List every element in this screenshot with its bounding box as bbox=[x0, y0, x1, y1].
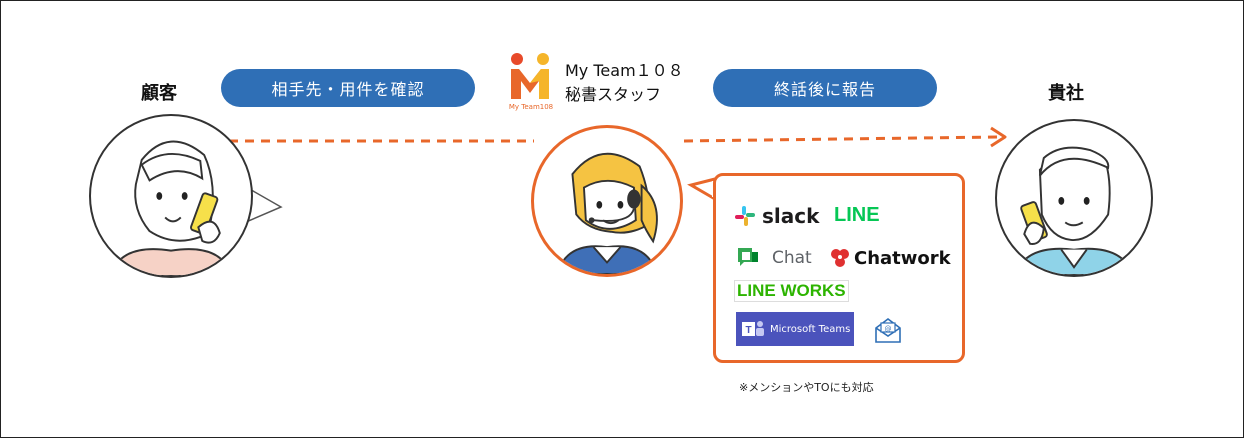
notification-services-box: slack LINE Chat Chatwork bbox=[713, 173, 965, 363]
svg-text:T: T bbox=[745, 325, 751, 336]
chatwork-service: Chatwork bbox=[828, 246, 951, 270]
email-service: @ bbox=[874, 316, 902, 344]
line-service: LINE bbox=[834, 204, 880, 227]
mention-note: ※メンションやTOにも対応 bbox=[739, 381, 874, 394]
teams-icon: T bbox=[742, 321, 764, 336]
slack-label: slack bbox=[762, 204, 820, 228]
svg-text:@: @ bbox=[885, 325, 892, 333]
flow-arrow bbox=[229, 126, 1007, 148]
line-works-label: LINE WORKS bbox=[737, 281, 846, 300]
logo-caption: My Team108 bbox=[508, 103, 554, 111]
slack-service: slack bbox=[734, 204, 819, 228]
brand-title-line2: 秘書スタッフ bbox=[565, 85, 662, 104]
step-confirm-pill: 相手先・用件を確認 bbox=[221, 69, 475, 107]
google-chat-service: Chat bbox=[736, 246, 812, 270]
chatwork-label: Chatwork bbox=[854, 247, 951, 269]
company-avatar bbox=[995, 119, 1153, 277]
line-works-service: LINE WORKS bbox=[734, 280, 849, 302]
brand-title-line1: My Team１０８ bbox=[565, 61, 684, 80]
microsoft-teams-service: T Microsoft Teams bbox=[736, 312, 854, 346]
slack-icon bbox=[735, 206, 755, 226]
operator-bubble-tail bbox=[687, 177, 717, 201]
my-team-logo: My Team108 bbox=[505, 51, 555, 113]
google-chat-icon bbox=[738, 248, 758, 266]
company-label: 貴社 bbox=[1048, 83, 1084, 104]
chatwork-icon bbox=[831, 249, 849, 267]
email-icon: @ bbox=[875, 318, 901, 343]
teams-label: Microsoft Teams bbox=[770, 323, 851, 335]
customer-label: 顧客 bbox=[141, 83, 177, 104]
operator-avatar bbox=[531, 125, 683, 277]
step-report-pill: 終話後に報告 bbox=[713, 69, 937, 107]
chat-label: Chat bbox=[772, 248, 812, 268]
line-label: LINE bbox=[834, 204, 880, 226]
customer-avatar bbox=[89, 114, 253, 278]
